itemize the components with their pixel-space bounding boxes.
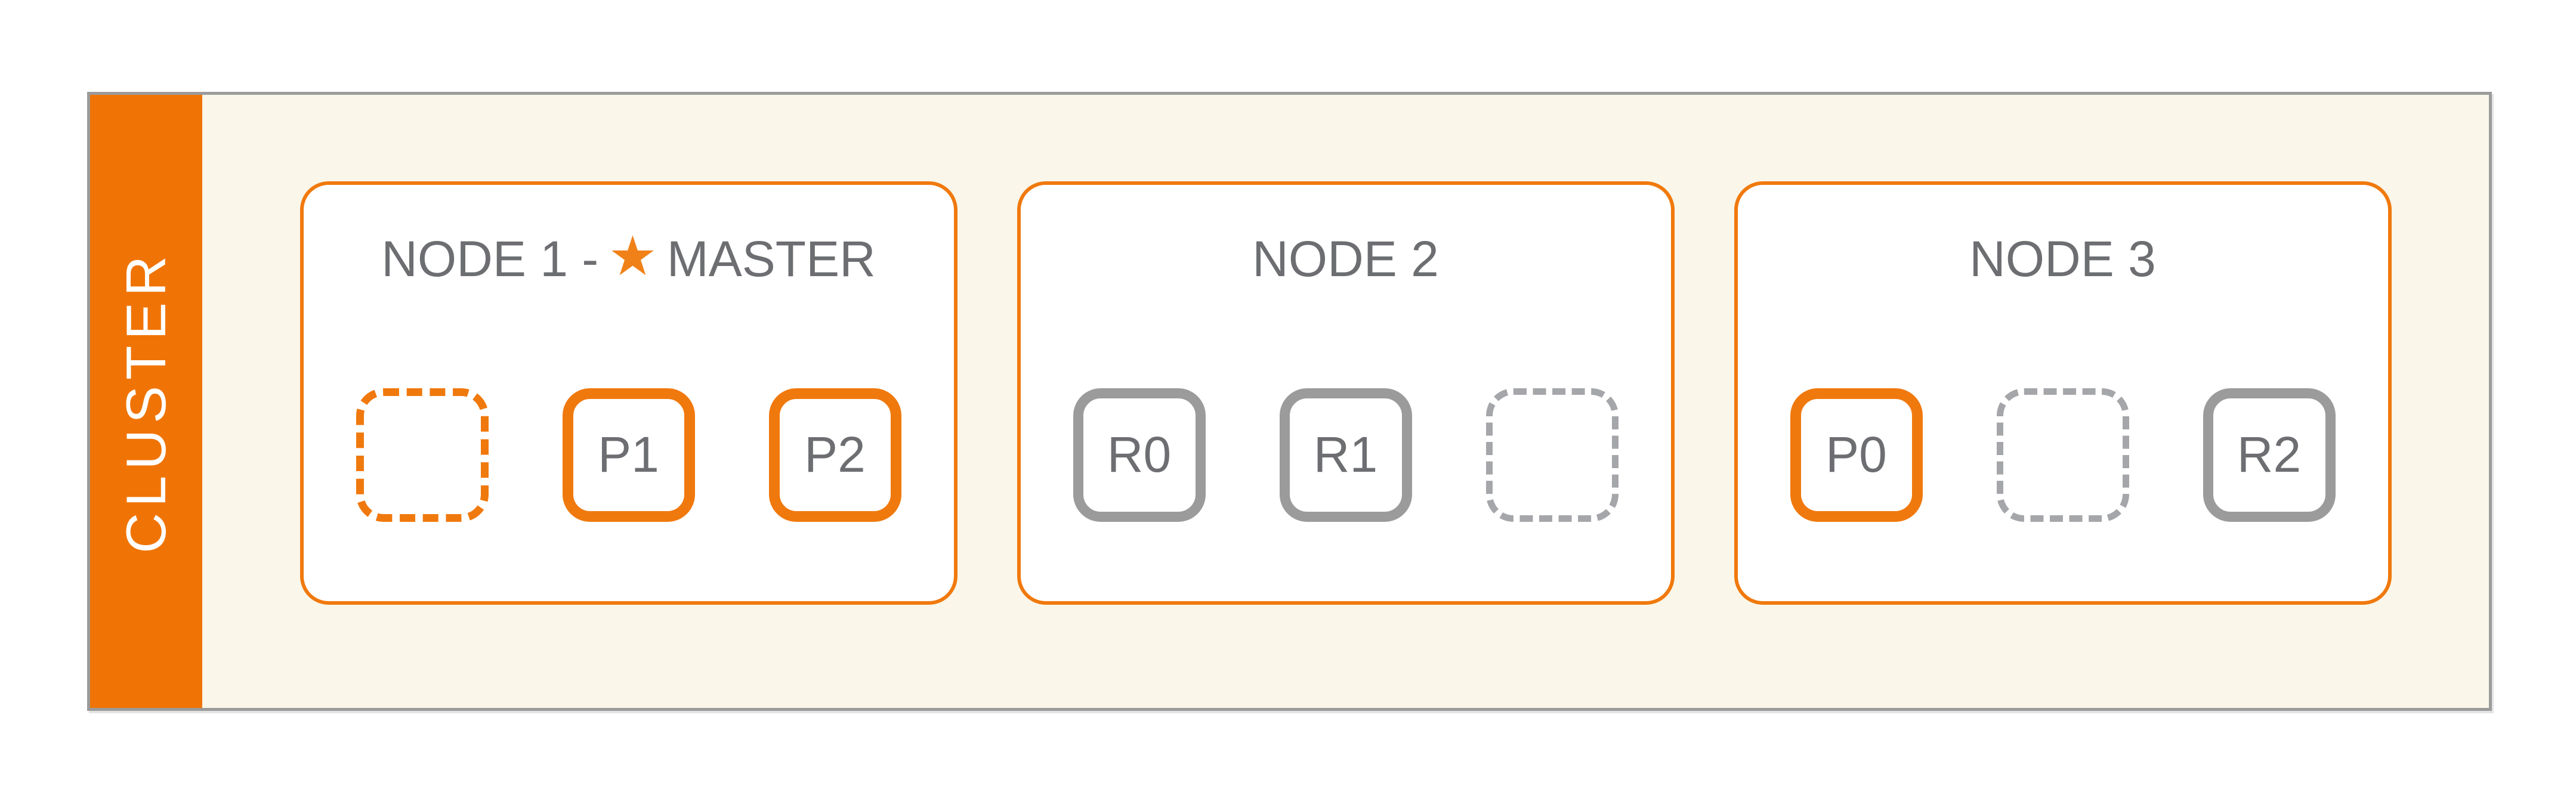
node-2-slots: R0 R1 [1021, 388, 1671, 522]
slot-empty-primary [356, 388, 489, 522]
node-1-title: NODE 1 - ★ MASTER [381, 229, 876, 289]
node-card-3: NODE 3 P0 R2 [1734, 181, 2392, 605]
cluster-frame: CLUSTER NODE 1 - ★ MASTER P1 P2 NODE 2 [87, 92, 2492, 711]
slot-empty-replica [1485, 388, 1619, 522]
node-card-1: NODE 1 - ★ MASTER P1 P2 [299, 181, 957, 605]
cluster-label: CLUSTER [115, 249, 177, 553]
node-card-2: NODE 2 R0 R1 [1017, 181, 1675, 605]
node-3-slots: P0 R2 [1738, 388, 2388, 522]
nodes-row: NODE 1 - ★ MASTER P1 P2 NODE 2 R0 R1 [202, 95, 2489, 708]
slot-replica-r2: R2 [2203, 388, 2336, 522]
slot-empty-replica [1996, 388, 2129, 522]
node-2-title: NODE 2 [1252, 229, 1439, 289]
node-1-title-text: NODE 1 - [381, 231, 599, 287]
node-1-slots: P1 P2 [304, 388, 954, 522]
node-3-title-text: NODE 3 [1969, 231, 2156, 287]
slot-primary-p1: P1 [562, 388, 695, 522]
slot-primary-p0: P0 [1790, 388, 1923, 522]
slot-replica-r0: R0 [1073, 388, 1206, 522]
slot-primary-p2: P2 [768, 388, 901, 522]
node-3-title: NODE 3 [1969, 229, 2156, 289]
node-1-title-suffix: MASTER [666, 231, 876, 287]
node-2-title-text: NODE 2 [1252, 231, 1439, 287]
slot-replica-r1: R1 [1279, 388, 1412, 522]
cluster-sidebar: CLUSTER [90, 95, 202, 708]
master-star-icon: ★ [608, 226, 657, 287]
